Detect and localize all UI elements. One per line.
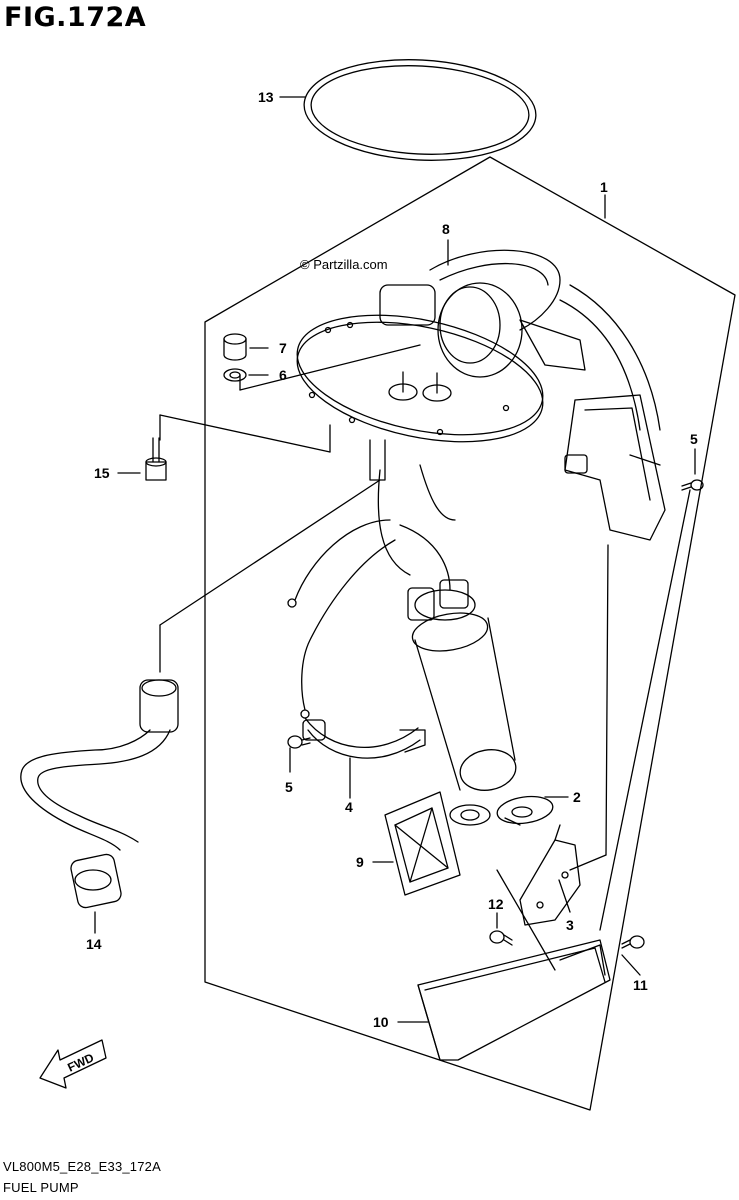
fwd-label: FWD [65, 1050, 96, 1074]
assembly-boundary [204, 156, 736, 1111]
watermark: © Partzilla.com [300, 257, 388, 272]
washer-6 [223, 368, 247, 382]
callout-15: 15 [94, 465, 110, 481]
callout-13: 13 [258, 89, 274, 105]
figure-title: FIG.172A [4, 2, 147, 33]
bracket-arm [564, 394, 666, 541]
wiring-harness [287, 439, 456, 719]
pump-flange-plate [296, 314, 544, 443]
filter-gasket [449, 804, 491, 826]
callout-5-left: 5 [285, 779, 293, 795]
terminal-studs [388, 371, 452, 402]
bracket-plate-3 [519, 824, 581, 926]
callout-6: 6 [279, 367, 287, 383]
section-name: FUEL PUMP [3, 1180, 79, 1195]
callout-10: 10 [373, 1014, 389, 1030]
fuel-feed-hose-14 [20, 679, 179, 909]
bolt-11 [621, 935, 645, 949]
model-code: VL800M5_E28_E33_172A [3, 1159, 161, 1174]
o-ring-13 [303, 59, 537, 161]
bolt-15 [145, 437, 167, 481]
callout-5-right: 5 [690, 431, 698, 447]
callout-14: 14 [86, 936, 102, 952]
pump-band-4 [302, 717, 426, 759]
callout-2: 2 [573, 789, 581, 805]
callout-1: 1 [600, 179, 608, 195]
callout-8: 8 [442, 221, 450, 237]
fuel-filter-9 [384, 791, 461, 896]
fuel-pump-motor [407, 579, 517, 791]
screw-5-right [681, 479, 704, 491]
fwd-arrow-icon [39, 1039, 107, 1089]
protector-10 [417, 939, 611, 1061]
callout-11: 11 [633, 977, 648, 993]
callout-9: 9 [356, 854, 364, 870]
callout-7: 7 [279, 340, 287, 356]
callout-3: 3 [566, 917, 574, 933]
callout-4: 4 [345, 799, 353, 815]
nut-7 [223, 333, 247, 361]
bolt-12 [489, 930, 513, 946]
pump-cushion-2 [496, 795, 554, 826]
fuel-hose-8 [379, 249, 661, 431]
callout-12: 12 [488, 896, 504, 912]
screw-5-left [287, 735, 311, 749]
